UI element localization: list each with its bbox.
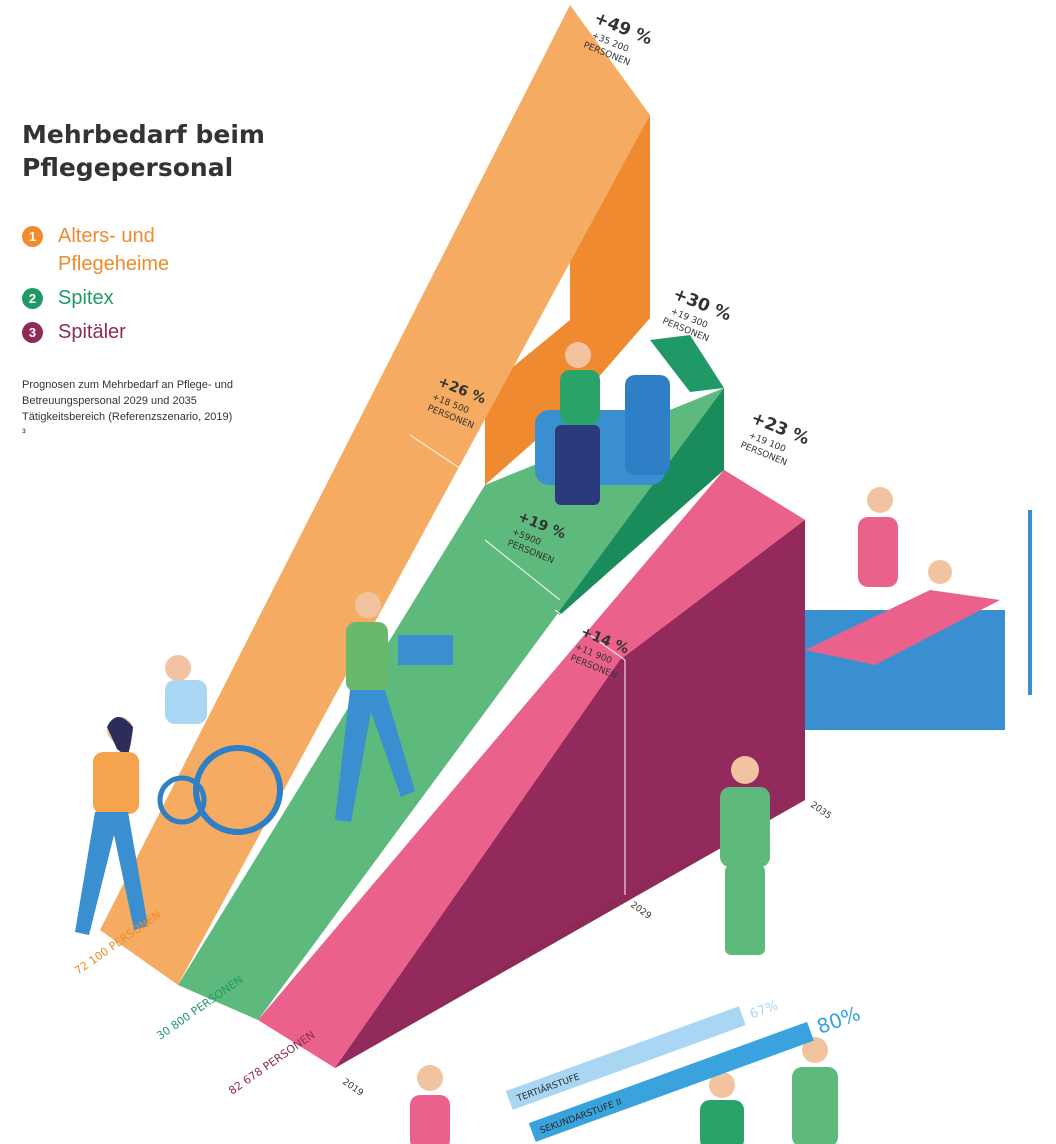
bar-spitaeler-front — [258, 470, 805, 1068]
bar-spitaeler-shade — [335, 520, 805, 1068]
education-bar-value: 67% — [748, 998, 780, 1022]
armchair-back — [625, 375, 670, 475]
head — [355, 592, 381, 618]
torso — [720, 787, 770, 867]
legend: 1 Alters- und Pflegeheime 2 Spitex 3 Spi… — [22, 222, 262, 352]
bar-spitex-front — [178, 388, 724, 1020]
illustration-caregiver-wheelchair — [75, 655, 283, 935]
hair — [107, 717, 133, 757]
legend-number-badge: 3 — [22, 322, 43, 343]
wheelchair-wheel — [193, 745, 283, 835]
series-alters-und-pflegeheime — [100, 5, 650, 985]
year-label-2019: 2019 — [340, 1077, 365, 1098]
nurse-head — [867, 487, 893, 513]
grid-2029-pflegeheime — [409, 434, 486, 486]
illustration-bottom-people — [410, 1037, 838, 1144]
education-bar-rect — [505, 1006, 746, 1110]
head — [731, 756, 759, 784]
legend-number-badge: 1 — [22, 226, 43, 247]
education-bar-rect — [528, 1021, 814, 1142]
legs — [75, 812, 148, 935]
bar-pflegeheime-side-2029 — [485, 320, 570, 485]
page-title: Mehrbedarf beim Pflegepersonal — [22, 120, 265, 182]
series-spitaeler — [258, 470, 805, 1068]
legend-item-pflegeheime: 1 Alters- und Pflegeheime — [22, 222, 262, 278]
legs — [335, 690, 415, 822]
head — [709, 1072, 735, 1098]
legs — [555, 425, 600, 505]
wheelchair-user-head — [165, 655, 191, 681]
head — [565, 342, 591, 368]
torso — [792, 1067, 838, 1144]
illustration-worker-box — [335, 592, 453, 822]
legend-item-spitaeler: 3 Spitäler — [22, 318, 262, 346]
torso — [560, 370, 600, 425]
legs — [725, 865, 765, 955]
legend-number-badge: 2 — [22, 288, 43, 309]
patient-head — [928, 560, 952, 584]
head — [802, 1037, 828, 1063]
chart-note: Prognosen zum Mehrbedarf an Pflege- und … — [22, 379, 233, 439]
legend-label: Alters- und Pflegeheime — [58, 225, 170, 275]
base-label-spitaeler-text: 82 678 PERSONEN — [226, 1028, 317, 1097]
wheelchair-user-body — [165, 680, 207, 724]
bar-pflegeheime-front — [100, 5, 650, 985]
year-label-2035: 2035 — [808, 800, 832, 821]
box — [398, 635, 453, 665]
bed-mattress — [805, 590, 1000, 665]
bar-pflegeheime-side-2035 — [570, 115, 650, 410]
legend-label: Spitäler — [58, 321, 126, 343]
year-label-2029: 2029 — [628, 900, 653, 921]
illustration-doctor — [720, 756, 770, 955]
torso — [93, 752, 139, 814]
nurse-body — [858, 517, 898, 587]
torso — [346, 622, 388, 692]
head — [417, 1065, 443, 1091]
base-label-spitaeler: 82 678 PERSONEN — [226, 1028, 317, 1097]
torso — [410, 1095, 450, 1144]
bar-spitex-top — [650, 335, 724, 392]
wheelchair-wheel-small — [157, 775, 207, 825]
torso — [700, 1100, 744, 1144]
illustration-person-chair — [535, 342, 670, 505]
legend-label: Spitex — [58, 287, 114, 309]
illustration-hospital-bed — [805, 487, 1032, 730]
legend-item-spitex: 2 Spitex — [22, 284, 262, 312]
education-bar-value: 80% — [813, 1001, 863, 1039]
grid-2029-spitex — [484, 539, 561, 601]
grid-2029-spitaeler — [554, 609, 626, 661]
